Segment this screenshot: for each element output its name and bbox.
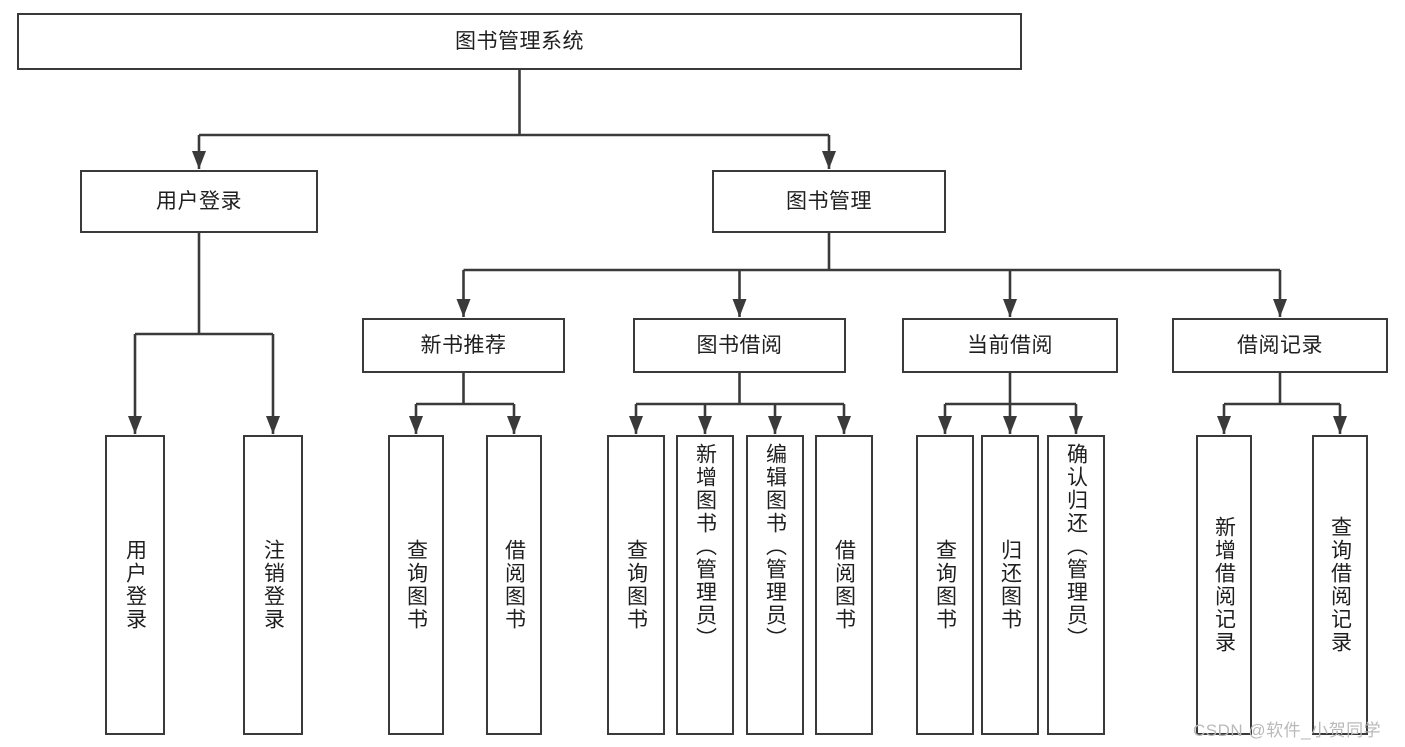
node-label: 查询图书 [624,539,648,631]
arrowhead-book-manage [822,151,836,169]
arrowhead-borrow-record [1273,299,1287,317]
node-user-login[interactable]: 用户登录 [80,170,318,233]
node-book-borrow[interactable]: 图书借阅 [633,318,846,373]
node-leaf-borrow-book-2[interactable]: 借阅图书 [815,435,873,735]
node-label: 新书推荐 [420,333,507,357]
watermark: CSDN @软件_小贺同学 [1193,721,1382,740]
node-leaf-borrow-book-1[interactable]: 借阅图书 [486,435,542,735]
node-leaf-add-book[interactable]: 新增图书（管理员） [676,435,734,735]
node-label: 编辑图书（管理员） [763,443,787,650]
node-label: 图书借阅 [696,333,783,357]
node-borrow-record[interactable]: 借阅记录 [1172,318,1388,373]
arrowhead-leaf-borrow-book-2 [837,416,851,434]
arrowhead-leaf-user-login [128,416,142,434]
arrowhead-leaf-add-record [1217,416,1231,434]
node-label: 图书管理 [786,189,872,213]
arrowhead-leaf-query-book-1 [409,416,423,434]
node-leaf-user-login[interactable]: 用户登录 [105,435,165,735]
node-label: 借阅图书 [832,539,856,631]
node-label: 借阅图书 [502,539,526,631]
arrowhead-leaf-return-book [1003,416,1017,434]
node-label: 查询图书 [933,539,957,631]
node-leaf-return-book[interactable]: 归还图书 [981,435,1039,735]
node-leaf-confirm-return[interactable]: 确认归还（管理员） [1047,435,1105,735]
node-leaf-edit-book[interactable]: 编辑图书（管理员） [746,435,804,735]
node-leaf-query-book-3[interactable]: 查询图书 [916,435,974,735]
node-label: 查询图书 [404,539,428,631]
node-label: 归还图书 [998,539,1022,631]
arrowhead-leaf-logout [266,416,280,434]
node-leaf-add-record[interactable]: 新增借阅记录 [1196,435,1252,735]
node-leaf-query-record[interactable]: 查询借阅记录 [1312,435,1368,735]
arrowhead-leaf-query-book-3 [938,416,952,434]
connector-lines [128,70,1347,434]
node-label: 用户登录 [156,189,242,213]
arrowhead-user-login [192,151,206,169]
node-label: 注销登录 [261,539,285,631]
node-current-borrow[interactable]: 当前借阅 [902,318,1118,373]
node-label: 新增借阅记录 [1212,516,1236,654]
node-label: 新增图书（管理员） [693,443,717,650]
arrowhead-leaf-confirm-return [1069,416,1083,434]
node-new-book-recommend[interactable]: 新书推荐 [362,318,565,373]
arrowhead-book-borrow [732,299,747,317]
node-leaf-logout[interactable]: 注销登录 [243,435,303,735]
arrowhead-leaf-add-book [698,416,712,434]
node-leaf-query-book-2[interactable]: 查询图书 [607,435,665,735]
arrowhead-leaf-query-record [1333,416,1347,434]
node-label: 确认归还（管理员） [1064,443,1088,650]
arrowhead-leaf-edit-book [768,416,782,434]
node-label: 查询借阅记录 [1328,516,1352,654]
node-book-manage[interactable]: 图书管理 [712,170,946,233]
node-label: 图书管理系统 [455,29,584,53]
node-label: 当前借阅 [967,333,1053,357]
node-label: 用户登录 [123,539,147,631]
arrowhead-new-book-recommend [456,299,471,317]
node-leaf-query-book-1[interactable]: 查询图书 [388,435,444,735]
node-label: 借阅记录 [1237,333,1323,357]
arrowhead-leaf-borrow-book-1 [507,416,521,434]
node-root[interactable]: 图书管理系统 [17,13,1022,70]
arrowhead-leaf-query-book-2 [629,416,643,434]
arrowhead-current-borrow [1003,299,1017,317]
